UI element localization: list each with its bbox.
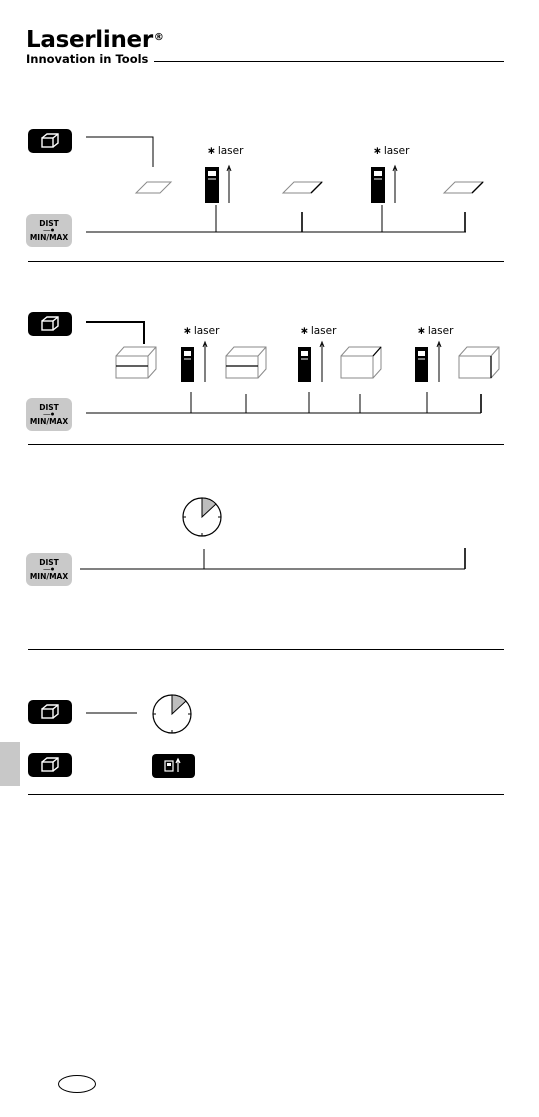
area-volume-icon [41, 757, 59, 772]
dist-minmax-button[interactable]: DIST —● MIN/MAX [26, 398, 72, 431]
laser-label: ∗laser [207, 145, 244, 157]
header-rule [154, 61, 504, 62]
dist-minmax-icon: —● [43, 410, 55, 418]
area-parallelogram-icon [134, 181, 173, 194]
volume-cube-icon [458, 346, 500, 379]
country-code-oval [58, 1075, 96, 1093]
device-laser-icon [181, 340, 208, 382]
registered-mark: ® [153, 32, 164, 43]
laser-label: ∗laser [373, 145, 410, 157]
side-tab [0, 742, 20, 786]
dist-minmax-button[interactable]: DIST —● MIN/MAX [26, 553, 72, 586]
device-laser-icon [371, 164, 398, 203]
clock-timer-icon [182, 497, 222, 537]
connector-line [86, 321, 145, 344]
brand-logo: Laserliner® Innovation in Tools [26, 28, 164, 66]
clock-timer-icon [152, 694, 192, 734]
device-pointer-icon [152, 754, 195, 778]
minmax-label: MIN/MAX [29, 571, 69, 581]
area-volume-icon [41, 704, 59, 719]
laser-label: ∗laser [183, 325, 220, 337]
laser-label: ∗laser [417, 325, 454, 337]
volume-cube-icon [115, 346, 157, 379]
area-volume-icon [41, 316, 59, 331]
dist-label: DIST [39, 218, 59, 228]
brand-tagline: Innovation in Tools [26, 52, 149, 66]
section-divider [28, 444, 504, 445]
dist-minmax-button[interactable]: DIST —● MIN/MAX [26, 214, 72, 247]
area-volume-button[interactable] [28, 753, 72, 777]
area-volume-button[interactable] [28, 700, 72, 724]
dist-label: DIST [39, 557, 59, 567]
area-volume-icon [41, 133, 59, 148]
volume-cube-icon [225, 346, 267, 379]
area-parallelogram-icon [281, 181, 324, 194]
minmax-label: MIN/MAX [29, 232, 69, 242]
section-divider [28, 649, 504, 650]
brand-name: Laserliner® [26, 27, 164, 53]
device-laser-icon [298, 340, 325, 382]
dist-minmax-icon: —● [43, 565, 55, 573]
laser-label: ∗laser [300, 325, 337, 337]
area-parallelogram-icon [442, 181, 485, 194]
minmax-label: MIN/MAX [29, 416, 69, 426]
area-volume-button[interactable] [28, 129, 72, 153]
section-divider [28, 794, 504, 795]
connector-line [86, 136, 154, 167]
dist-minmax-icon: —● [43, 226, 55, 234]
dist-label: DIST [39, 402, 59, 412]
section-divider [28, 261, 504, 262]
device-laser-icon [205, 164, 232, 203]
device-laser-icon [415, 340, 442, 382]
area-volume-button[interactable] [28, 312, 72, 336]
volume-cube-icon [340, 346, 382, 379]
